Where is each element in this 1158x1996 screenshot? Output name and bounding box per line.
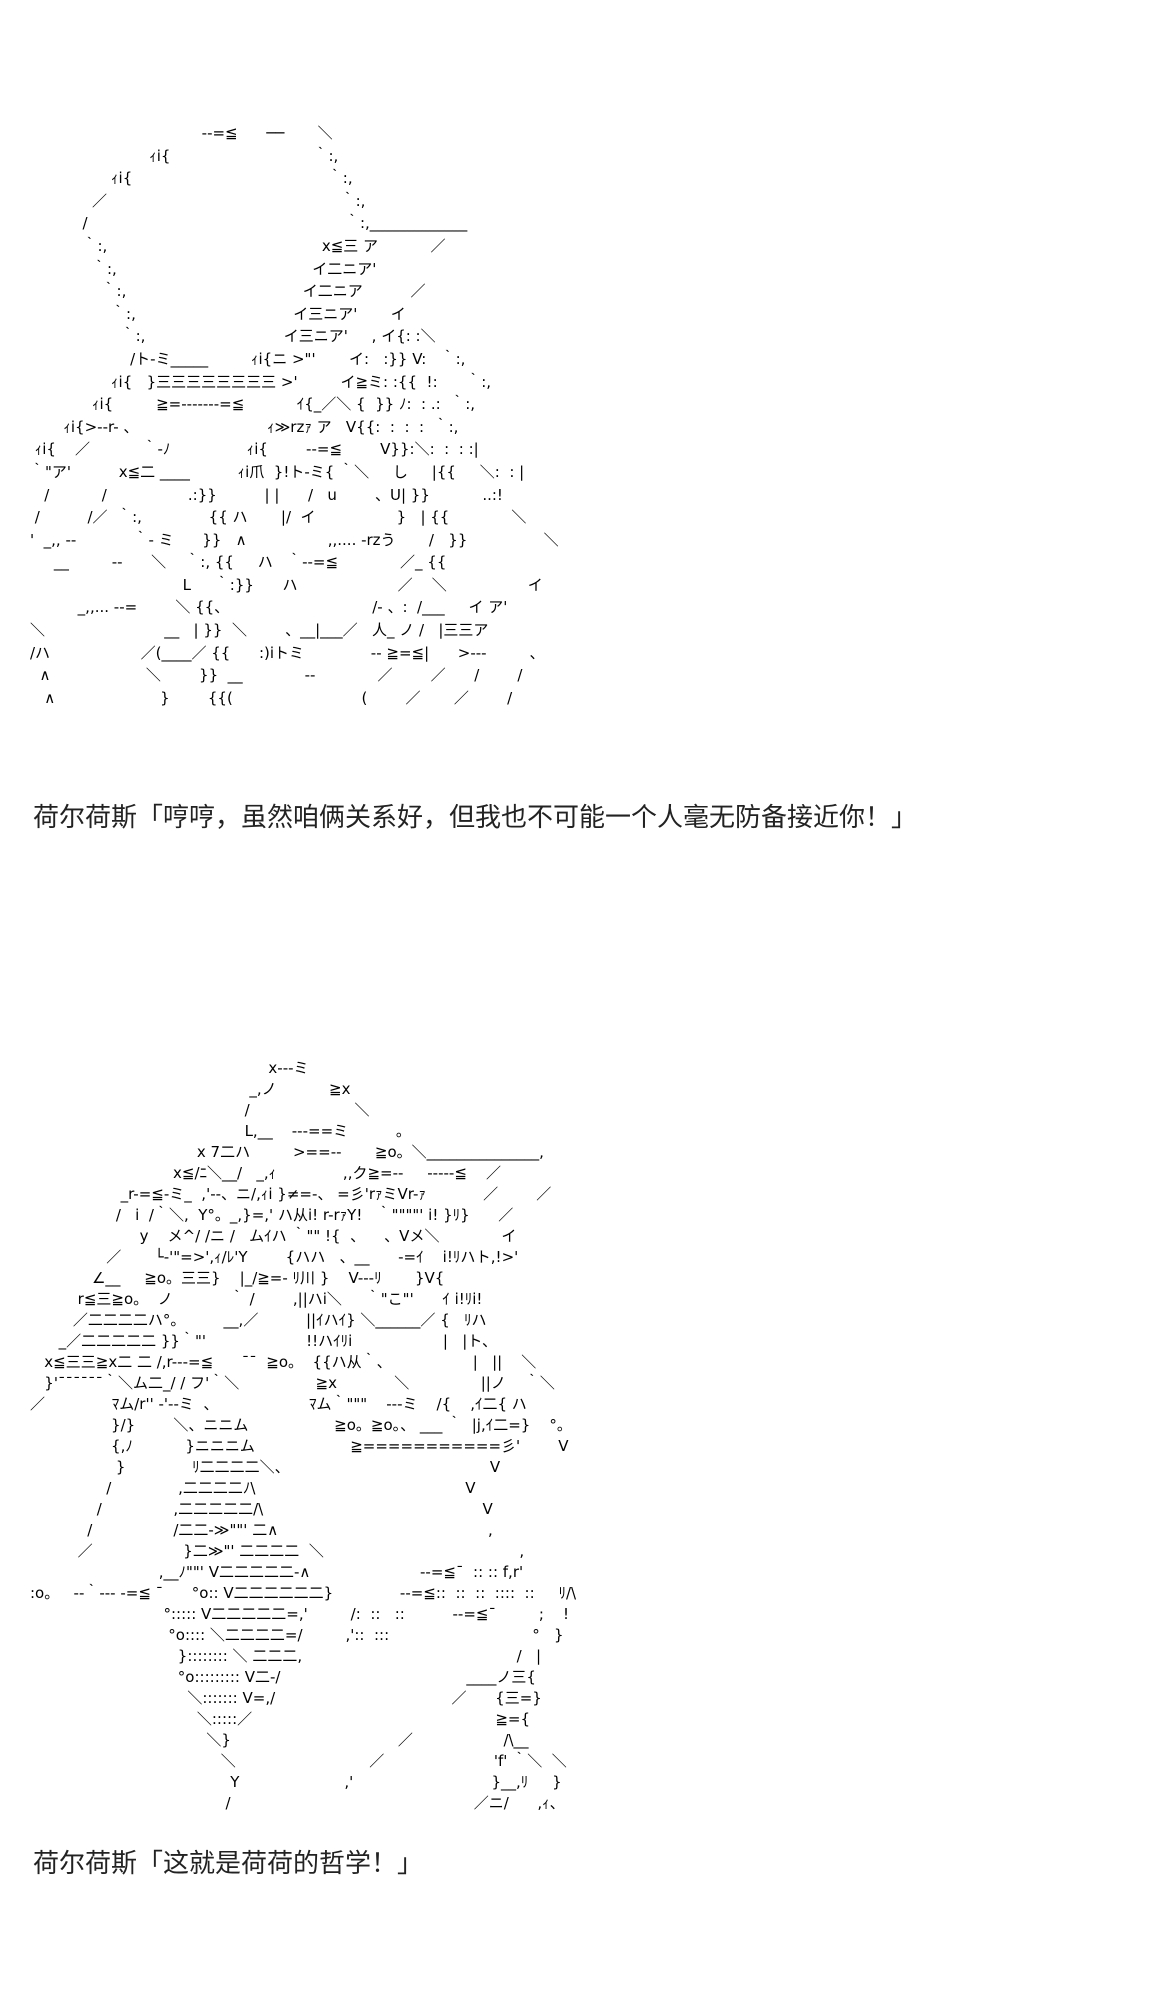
art-line: ／二二二二ハ°。 __,／ ||ｲハｲ} ＼______／ { ﾘハ xyxy=(30,1311,487,1329)
art-line: ｨi{ }三三三三三三三三 >' イ≧ミ: :{{ !: ｀:, xyxy=(30,372,492,391)
art-line: / / .:}} | | / u 、U| }} ..:! xyxy=(30,485,503,504)
art-line: _／二二二二二 }}｀"' !!ハｲﾘi | |ト、 xyxy=(30,1332,498,1350)
art-line: r≦三≧o。 ノ ｀ / ,||ハi＼ ｀"こ"' ｲ i!ﾘi! xyxy=(30,1290,483,1308)
art-line: ＼:::::／ ≧={ xyxy=(30,1710,531,1728)
art-line: --=≦ ── ＼ xyxy=(30,124,333,142)
art-line: ｀"ア' x≦二 ____ ｨi爪 }!ト-ミ{ ｀＼ し |{{ ＼: : | xyxy=(30,462,525,481)
art-line: / /／ ｀:, {{ ハ |/ イ } | {{ ＼ xyxy=(30,508,527,527)
art-line: {,ﾉ }ニニニム ≧===========彡' V xyxy=(30,1437,569,1455)
art-line: / ,二二二二ﾉ\ V xyxy=(30,1479,476,1497)
art-line: }/} ＼、ニニム ≧o。≧o。、 ___ ｀ |j,ｲ二=} °。 xyxy=(30,1416,572,1434)
art-line: }'¯¯¯¯¯¯｀＼ム二_/ / フ'｀＼ ≧x ＼ ||ノ ｀＼ xyxy=(30,1374,555,1392)
art-line: ｨi{ ／ ｀-ﾉ ｨi{ --=≦ V}}:＼: : : :| xyxy=(30,440,479,459)
art-line: / i /｀＼, Y°。_,}=,' ハ从i! r-rｧY! ｀""""' i!… xyxy=(30,1206,514,1224)
art-line: / ＼ xyxy=(30,1101,370,1119)
art-line: ｀:, イ三ニア' , イ{: :＼ xyxy=(30,327,436,346)
art-line: /ハ ／(____／ {{ :)iトミ -- ≧=≦| >--- 、 xyxy=(30,643,545,662)
art-line: ＼} ／ /\__ xyxy=(30,1731,529,1749)
art-line: ＼ ／ 'f' ｀＼ ＼ xyxy=(30,1752,567,1770)
art-line: ／ └-'"=>',ｨ/ﾚ'Y {ハハ 、__ -=ｲ i!ﾘハト,!>' xyxy=(30,1248,519,1266)
art-line: / ／ニ/ ,ｨ、 xyxy=(30,1794,565,1812)
art-line: ｨi{>--r- 、 ｨ≫rzｧ ア V{{: : : : ｀:, xyxy=(30,417,459,436)
art-line: } ﾘ二二二二＼、 V xyxy=(30,1458,501,1476)
art-line: ｨi{ ｀:, xyxy=(30,169,353,188)
art-line: Y ,' }__,ﾘ } xyxy=(30,1773,562,1791)
art-line: ∧ ＼ }} __ -- ／ ／ / / xyxy=(30,666,523,685)
art-line: ∠__ ≧o。三三} |_/≧=- ﾘ川 } V---ﾘ }V{ xyxy=(30,1269,445,1287)
art-line: ｨi{ ≧=-------=≦ ｲ{_／＼ { }} ﾉ: : .: ｀:, xyxy=(30,395,476,414)
art-line: / /二二-≫""' 二∧ , xyxy=(30,1521,493,1539)
art-line: _r-=≦-ミ_ ,'--、ニ/,ｨi }≠=-、 =彡'rｧミVr-ｧ ／ ／ xyxy=(30,1185,552,1203)
art-line: ｀:, x≦三 ア ／ xyxy=(30,236,446,255)
art-line: ｀:, イ三ニア' イ xyxy=(30,304,406,323)
art-line: _,ノ ≧x xyxy=(30,1080,351,1098)
art-line: / ｀:,_____________ xyxy=(30,214,468,233)
art-line: / ,二二二二二/\ V xyxy=(30,1500,493,1518)
art-line: :o。 --｀--- -=≦ ¯ °o:: V二二二二二二} --=≦:: ::… xyxy=(30,1584,577,1602)
ascii-art-illustration-1: --=≦ ── ＼ ｨi{ ｀:, ｨi{ ｀:, ／ xyxy=(30,122,559,709)
art-line: x 7二ハ >==-- ≧o。＼_______________, xyxy=(30,1143,544,1161)
art-line: °::::: V二二二二二=,' /: :: :: --=≦¯ ; ! xyxy=(30,1605,570,1623)
dialogue-caption-1: 荷尔荷斯「哼哼，虽然咱俩关系好，但我也不可能一个人毫无防备接近你！」 xyxy=(33,803,918,833)
art-line: °o:::: ＼二二二二=/ ,':: ::: ° } xyxy=(30,1626,564,1644)
art-line: ,__ﾉ""' V二二二二二-∧ --=≦¯ :: :: f,r' xyxy=(30,1563,524,1581)
art-line: L ｀:}} ハ ／ ＼ イ xyxy=(30,575,543,594)
art-line: ＼::::::: V=,/ ／ {三=} xyxy=(30,1689,542,1707)
art-line: y メ^/ /ニ / ムｲハ ｀"" !{ 、 、Vメ＼ イ xyxy=(30,1227,517,1245)
art-line: ＼ __ | }} ＼ 、__|___／ 人_ ノ / |三三ア xyxy=(30,621,489,640)
art-line: ∧ } {{( ( ／ ／ / xyxy=(30,688,513,707)
dialogue-caption-2: 荷尔荷斯「这就是荷荷的哲学！」 xyxy=(33,1849,424,1879)
art-line: ／ }二≫"' 二二二二 ＼ , xyxy=(30,1542,525,1560)
art-line: L,__ ---==ミ 。 xyxy=(30,1122,411,1140)
art-line: __ -- ＼ ｀:, {{ ハ ｀--=≦ ／_ {{ xyxy=(30,553,447,572)
art-line: ／ ｀:, xyxy=(30,191,366,210)
ascii-art-illustration-2: x---ミ _,ノ ≧x / ＼ L,__ ---==ミ xyxy=(30,1058,576,1814)
art-line: ' _,, -- ｀- ミ }} ∧ ,,.... -rzう / }} ＼ xyxy=(30,530,559,549)
art-line: _,,... --= ＼ {{、 /- 、: /___ イ ア' xyxy=(30,598,508,617)
art-line: ｀:, イ二ニア ／ xyxy=(30,282,426,301)
art-line: }:::::::: ＼ 二二二, / | xyxy=(30,1647,542,1665)
art-line: ｀:, イ二ニア' xyxy=(30,259,377,278)
art-line: x≦/ﾆ＼__/ _,ｨ ,,ク≧=-- -----≦ ／ xyxy=(30,1164,501,1182)
art-line: /ト-ミ_____ ｨi{ニ >"' イ: :}} V: ｀:, xyxy=(30,349,466,368)
art-line: °o::::::::: V二-/ ____ノ三{ xyxy=(30,1668,536,1686)
art-line: x≦三三≧x二 二 /,r---=≦ ¯¯ ≧o。 {{ハ从｀、 | || ＼ xyxy=(30,1353,537,1371)
art-line: ｨi{ ｀:, xyxy=(30,146,339,165)
art-line: x---ミ xyxy=(30,1059,309,1077)
art-line: ／ ﾏム/r'' -'--ミ 、 ﾏム｀""" ---ミ /{ ,ｲ二{ ハ xyxy=(30,1395,527,1413)
